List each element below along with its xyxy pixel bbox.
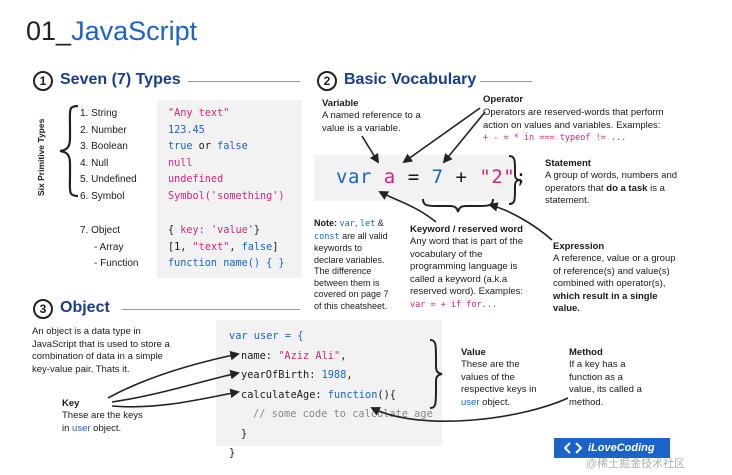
vocab-code-box: [314, 155, 514, 201]
arrow-method: [370, 397, 569, 422]
section-number-2: 2: [317, 71, 337, 91]
variable-heading: Variable: [322, 98, 359, 109]
value-brace: [429, 339, 443, 409]
type-label-number: 2. Number: [80, 124, 127, 136]
arrow-keyword: [378, 191, 437, 223]
statement-brace: [508, 155, 522, 205]
statement-text: A group of words, numbers and operators …: [545, 170, 678, 206]
operator-text: Operators are reserved-words that perfor…: [483, 107, 664, 143]
section-title-types: Seven (7) Types: [60, 71, 181, 88]
section-rule: [188, 81, 300, 82]
brand-bar: [554, 438, 670, 458]
type-label-string: 1. String: [80, 108, 118, 119]
key-text: These are the keys in user object.: [62, 410, 143, 434]
type-label-undefined: 5. Undefined: [80, 174, 137, 186]
method-text: If a key has a function as a value, its …: [569, 359, 642, 408]
type-label-array: - Array: [94, 241, 124, 253]
note-text: Note: var, let & const are all valid key…: [314, 218, 389, 311]
key-heading: Key: [62, 398, 80, 409]
operator-heading: Operator: [483, 94, 524, 105]
types-code-box: [157, 100, 302, 278]
type-code-symbol: Symbol('something'): [168, 190, 285, 202]
expression-text: A reference, value or a group of referen…: [553, 253, 676, 314]
arrow-variable: [361, 135, 380, 164]
type-label-null: 4. Null: [80, 157, 109, 169]
title-number: 01_: [26, 16, 72, 46]
expression-brace: [422, 198, 494, 213]
method-heading: Method: [569, 347, 603, 358]
arrow-operator-1: [402, 107, 481, 164]
type-code-number: 123.45: [168, 124, 205, 136]
statement-heading: Statement: [545, 158, 591, 169]
keyword-text: Any word that is part of the vocabulary …: [410, 236, 524, 310]
section-number-3: 3: [33, 299, 53, 319]
page-title: 01_JavaScript: [26, 16, 197, 47]
arrow-expression: [488, 202, 553, 241]
keyword-heading: Keyword / reserved word: [410, 224, 523, 235]
arrow-operator-2: [442, 111, 486, 164]
expression-heading: Expression: [553, 241, 605, 252]
type-label-symbol: 6. Symbol: [80, 190, 125, 202]
title-name: JavaScript: [71, 16, 198, 46]
object-code: var user = { name: "Aziz Ali", yearOfBir…: [229, 330, 433, 459]
type-label-boolean: 3. Boolean: [80, 141, 128, 153]
type-code-object: { key: 'value'}: [168, 225, 261, 236]
type-code-undefined: undefined: [168, 174, 224, 186]
type-code-array: [1, "text", false]: [168, 241, 279, 253]
value-heading: Value: [461, 347, 486, 358]
section-number-1: 1: [33, 71, 53, 91]
watermark: @稀土掘金技术社区: [586, 458, 686, 470]
type-label-function: - Function: [94, 258, 139, 270]
section-title-object: Object: [60, 299, 110, 316]
type-code-string: "Any text": [168, 108, 230, 119]
type-code-boolean: true or false: [168, 141, 248, 153]
vocab-code: var a = 7 + "2";: [336, 166, 528, 188]
value-text: These are the values of the respective k…: [461, 359, 537, 408]
object-code-box: [216, 320, 442, 446]
variable-text: A named reference to a value is a variab…: [322, 110, 421, 134]
section-title-vocab: Basic Vocabulary: [344, 71, 477, 88]
type-code-null: null: [168, 157, 193, 169]
section-rule: [480, 81, 532, 82]
arrow-key-2: [111, 369, 240, 403]
type-code-function: function name() { }: [168, 258, 285, 270]
code-heart-icon: [564, 442, 582, 454]
object-intro: An object is a data type in JavaScript t…: [32, 326, 170, 375]
arrow-key-1: [107, 350, 240, 399]
primitive-brace: [59, 104, 79, 198]
arrow-key-3: [111, 388, 240, 408]
brand-label: iLoveCoding: [588, 442, 655, 454]
section-rule: [122, 309, 300, 310]
type-label-object: 7. Object: [80, 225, 121, 236]
